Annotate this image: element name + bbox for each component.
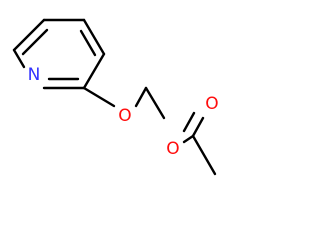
bond-carbonyl-c-methyl (191, 134, 217, 176)
carbonyl-oxygen-atom-label: O (205, 94, 218, 114)
structure-diagram: N O O O (12, 18, 219, 176)
bond-ring-c6-c2 (82, 52, 106, 90)
bond-carbonyl-c-o (191, 116, 205, 138)
bond-ch2-ester-o (144, 86, 166, 120)
ester-oxygen-atom-label: O (166, 139, 179, 159)
bond-ester-o-carbonyl-c (182, 134, 195, 144)
bond-ring-n-c3 (12, 48, 26, 69)
bond-carbonyl-c-o-second (182, 111, 196, 133)
bond-ring-c3-c4-inner (21, 28, 49, 56)
bond-ring-c5-c6 (82, 18, 106, 56)
nitrogen-atom-label: N (28, 65, 41, 85)
ether-oxygen-atom-label: O (118, 106, 131, 126)
bond-ring-c3-c4 (12, 18, 46, 52)
bond-ring-c5-c6-inner (79, 29, 97, 57)
bond-ether-o-ch2 (134, 86, 148, 108)
bond-c2-ether-o (82, 86, 116, 108)
molecule-canvas: N O O O (12, 18, 219, 176)
